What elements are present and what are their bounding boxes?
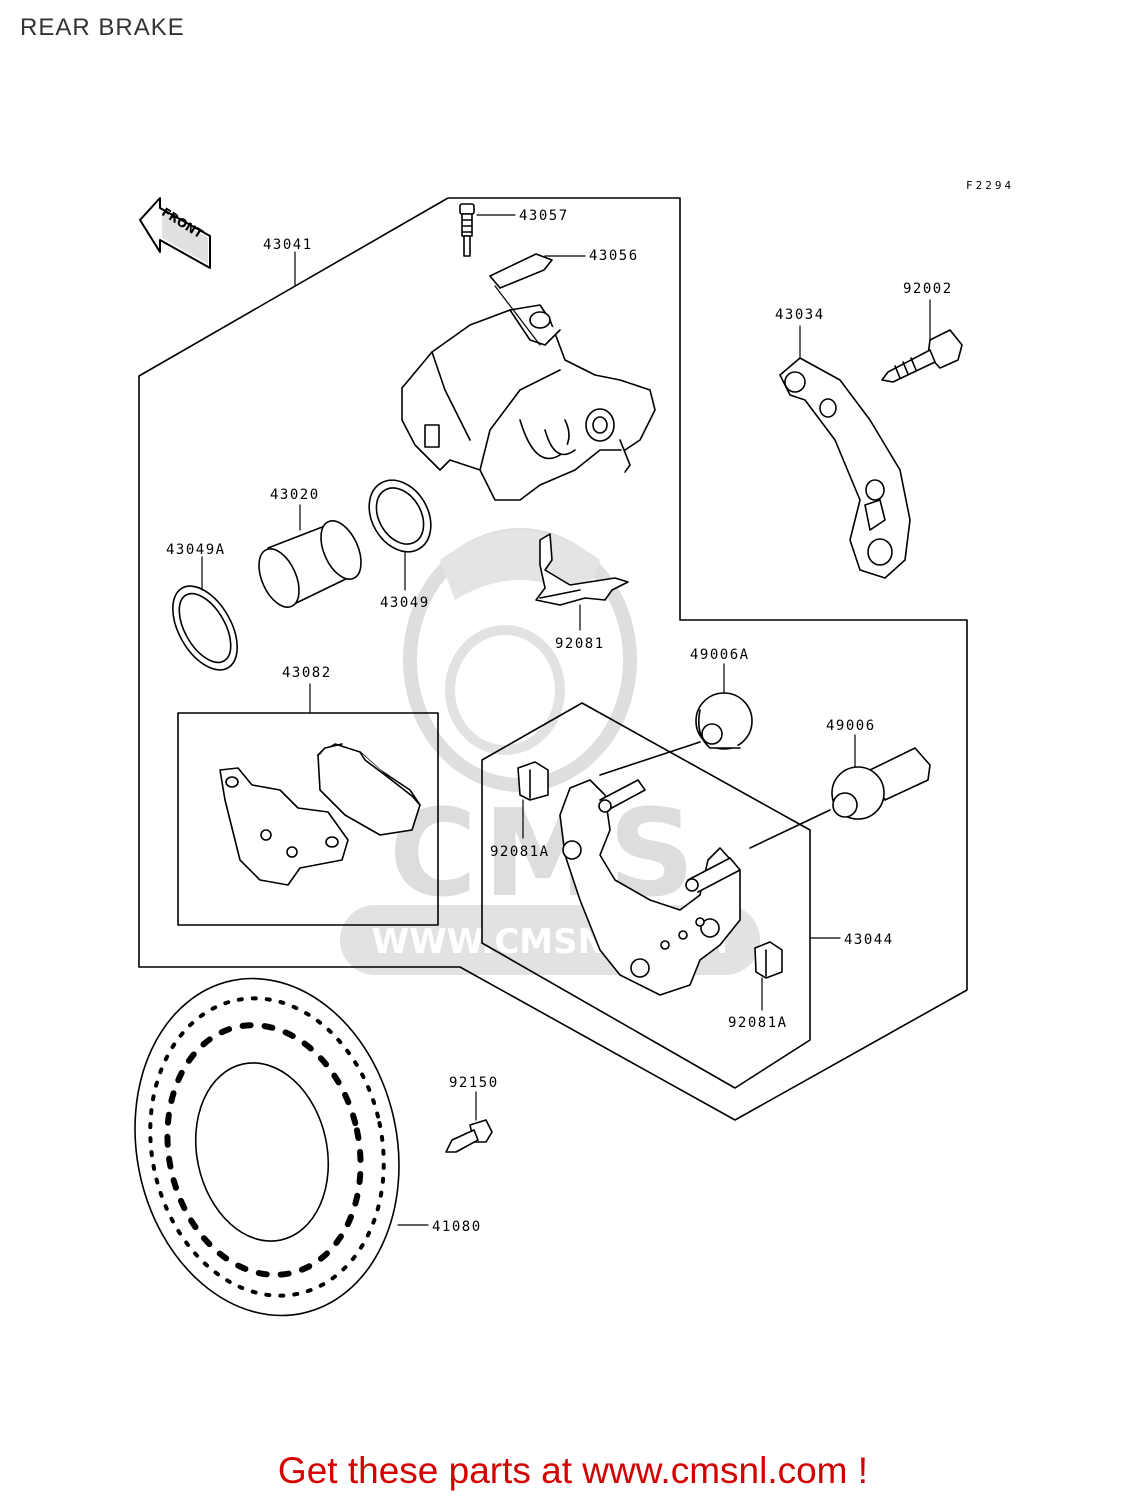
torque-link <box>779 357 911 579</box>
caliper-body <box>401 304 656 501</box>
cta-link[interactable]: Get these parts at www.cmsnl.com ! <box>277 1450 869 1491</box>
figure-code: F2294 <box>966 179 1014 192</box>
part-label-92081a-left: 92081A <box>490 844 550 860</box>
caliper-assembly-outline <box>138 197 968 1121</box>
link-bolt <box>881 329 963 383</box>
part-label-43049a: 43049A <box>166 542 226 558</box>
part-label-92150: 92150 <box>449 1075 499 1091</box>
part-label-43056: 43056 <box>589 248 639 264</box>
clip-left <box>517 761 549 801</box>
parts-diagram: CMS WWW.CMSNL.COM <box>134 179 1014 1317</box>
pad-set-box <box>177 712 439 926</box>
dust-seal <box>172 585 238 671</box>
brake-pad-friction <box>317 743 421 836</box>
part-label-49006a: 49006A <box>690 647 750 663</box>
boot-a <box>695 692 753 750</box>
part-label-43034: 43034 <box>775 307 825 323</box>
part-label-43049: 43049 <box>380 595 430 611</box>
part-label-43044: 43044 <box>844 932 894 948</box>
clip-right <box>754 941 783 979</box>
part-label-43057: 43057 <box>519 208 569 224</box>
leader-lines <box>201 214 931 1226</box>
part-label-92081: 92081 <box>555 636 605 652</box>
bracket-assembly-outline <box>481 702 811 1089</box>
part-label-43041: 43041 <box>263 237 313 253</box>
piston-seal <box>368 479 432 553</box>
piston <box>258 520 362 608</box>
part-label-92002: 92002 <box>903 281 953 297</box>
pad-spring <box>535 533 629 606</box>
part-label-43020: 43020 <box>270 487 320 503</box>
boot <box>831 747 931 820</box>
bleed-valve <box>459 203 475 257</box>
part-label-43082: 43082 <box>282 665 332 681</box>
part-label-41080: 41080 <box>432 1219 482 1235</box>
part-label-92081a-right: 92081A <box>728 1015 788 1031</box>
brake-disc <box>134 977 400 1317</box>
front-arrow-icon <box>139 197 211 269</box>
part-label-49006: 49006 <box>826 718 876 734</box>
disc-bolt <box>445 1119 493 1153</box>
caliper-bracket <box>559 779 741 996</box>
page-title: REAR BRAKE <box>20 14 185 41</box>
bleed-cap <box>489 253 553 289</box>
brake-pad-backing <box>219 767 349 886</box>
